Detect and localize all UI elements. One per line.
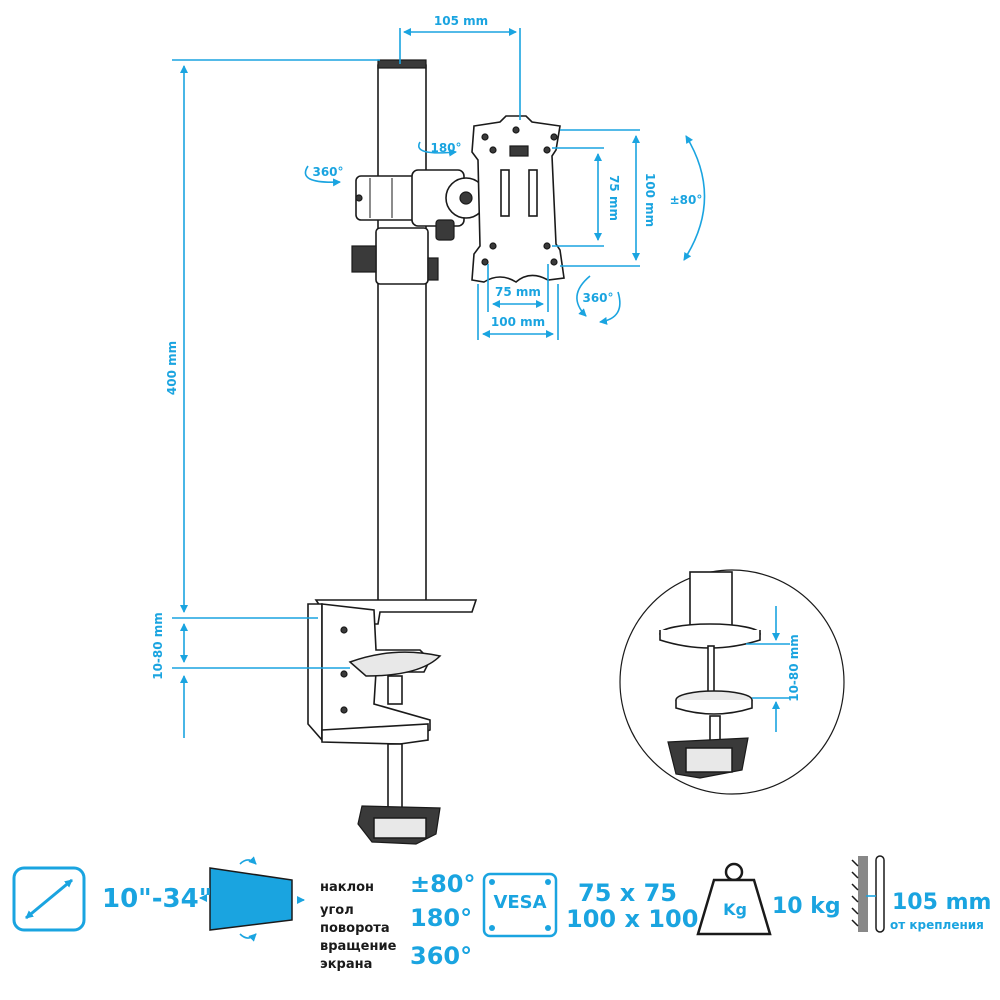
vesa-badge: VESA <box>493 892 547 913</box>
dim-top-width: 105 mm <box>434 14 488 28</box>
inset-clamp-range: 10-80 mm <box>787 634 801 702</box>
rotate-label: угол поворота вращение экрана <box>320 902 396 974</box>
dim-tilt-head: 180° <box>430 141 461 155</box>
spin-label-line-2: экрана <box>320 957 373 972</box>
vesa-value-line-2: 100 x 100 <box>566 905 699 933</box>
dim-tilt: ±80° <box>670 193 703 207</box>
spin-label-line-1: вращение <box>320 939 397 954</box>
screen-size-value: 10"-34" <box>102 884 213 914</box>
dim-pole-height: 400 mm <box>165 341 179 395</box>
dimension-lines <box>172 28 706 738</box>
spin-value: 360° <box>410 942 473 970</box>
rotate-label-line-2: поворота <box>320 921 390 936</box>
mount-hardware <box>307 59 565 845</box>
distance-sub: от крепления <box>890 918 984 932</box>
vesa-plate <box>471 115 565 283</box>
height-collar <box>375 227 429 285</box>
weight-icon <box>696 862 772 936</box>
vesa-values: 75 x 75 100 x 100 <box>566 880 698 932</box>
screen-size-icon <box>12 866 86 932</box>
dim-swivel: 360° <box>312 165 343 179</box>
weight-value: 10 kg <box>772 894 841 919</box>
dim-vesa-inner-width: 75 mm <box>495 285 541 299</box>
dim-vesa-outer-width: 100 mm <box>491 315 545 329</box>
distance-value: 105 mm <box>892 890 992 915</box>
tilt-label: наклон <box>320 880 375 895</box>
dim-clamp-range: 10-80 mm <box>151 612 165 680</box>
vesa-icon <box>482 872 558 938</box>
tilt-value: ±80° <box>410 870 476 898</box>
rotate-label-line-1: угол <box>320 903 354 918</box>
monitor-tilt-icon <box>199 856 305 942</box>
clamp-detail-inset <box>619 569 845 795</box>
rotate-value: 180° <box>410 904 473 932</box>
clamp-screw <box>387 743 403 811</box>
vesa-value-line-1: 75 x 75 <box>578 879 677 907</box>
wall-distance-icon <box>851 855 885 933</box>
dim-vesa-outer-height: 100 mm <box>643 173 657 227</box>
clamp-pressure-pad <box>348 651 442 677</box>
pole-cap <box>377 59 427 69</box>
weight-badge: Kg <box>723 900 747 919</box>
dim-vesa-inner-height: 75 mm <box>607 175 621 221</box>
dim-rotation: 360° <box>582 291 613 305</box>
clamp-body <box>307 603 323 743</box>
